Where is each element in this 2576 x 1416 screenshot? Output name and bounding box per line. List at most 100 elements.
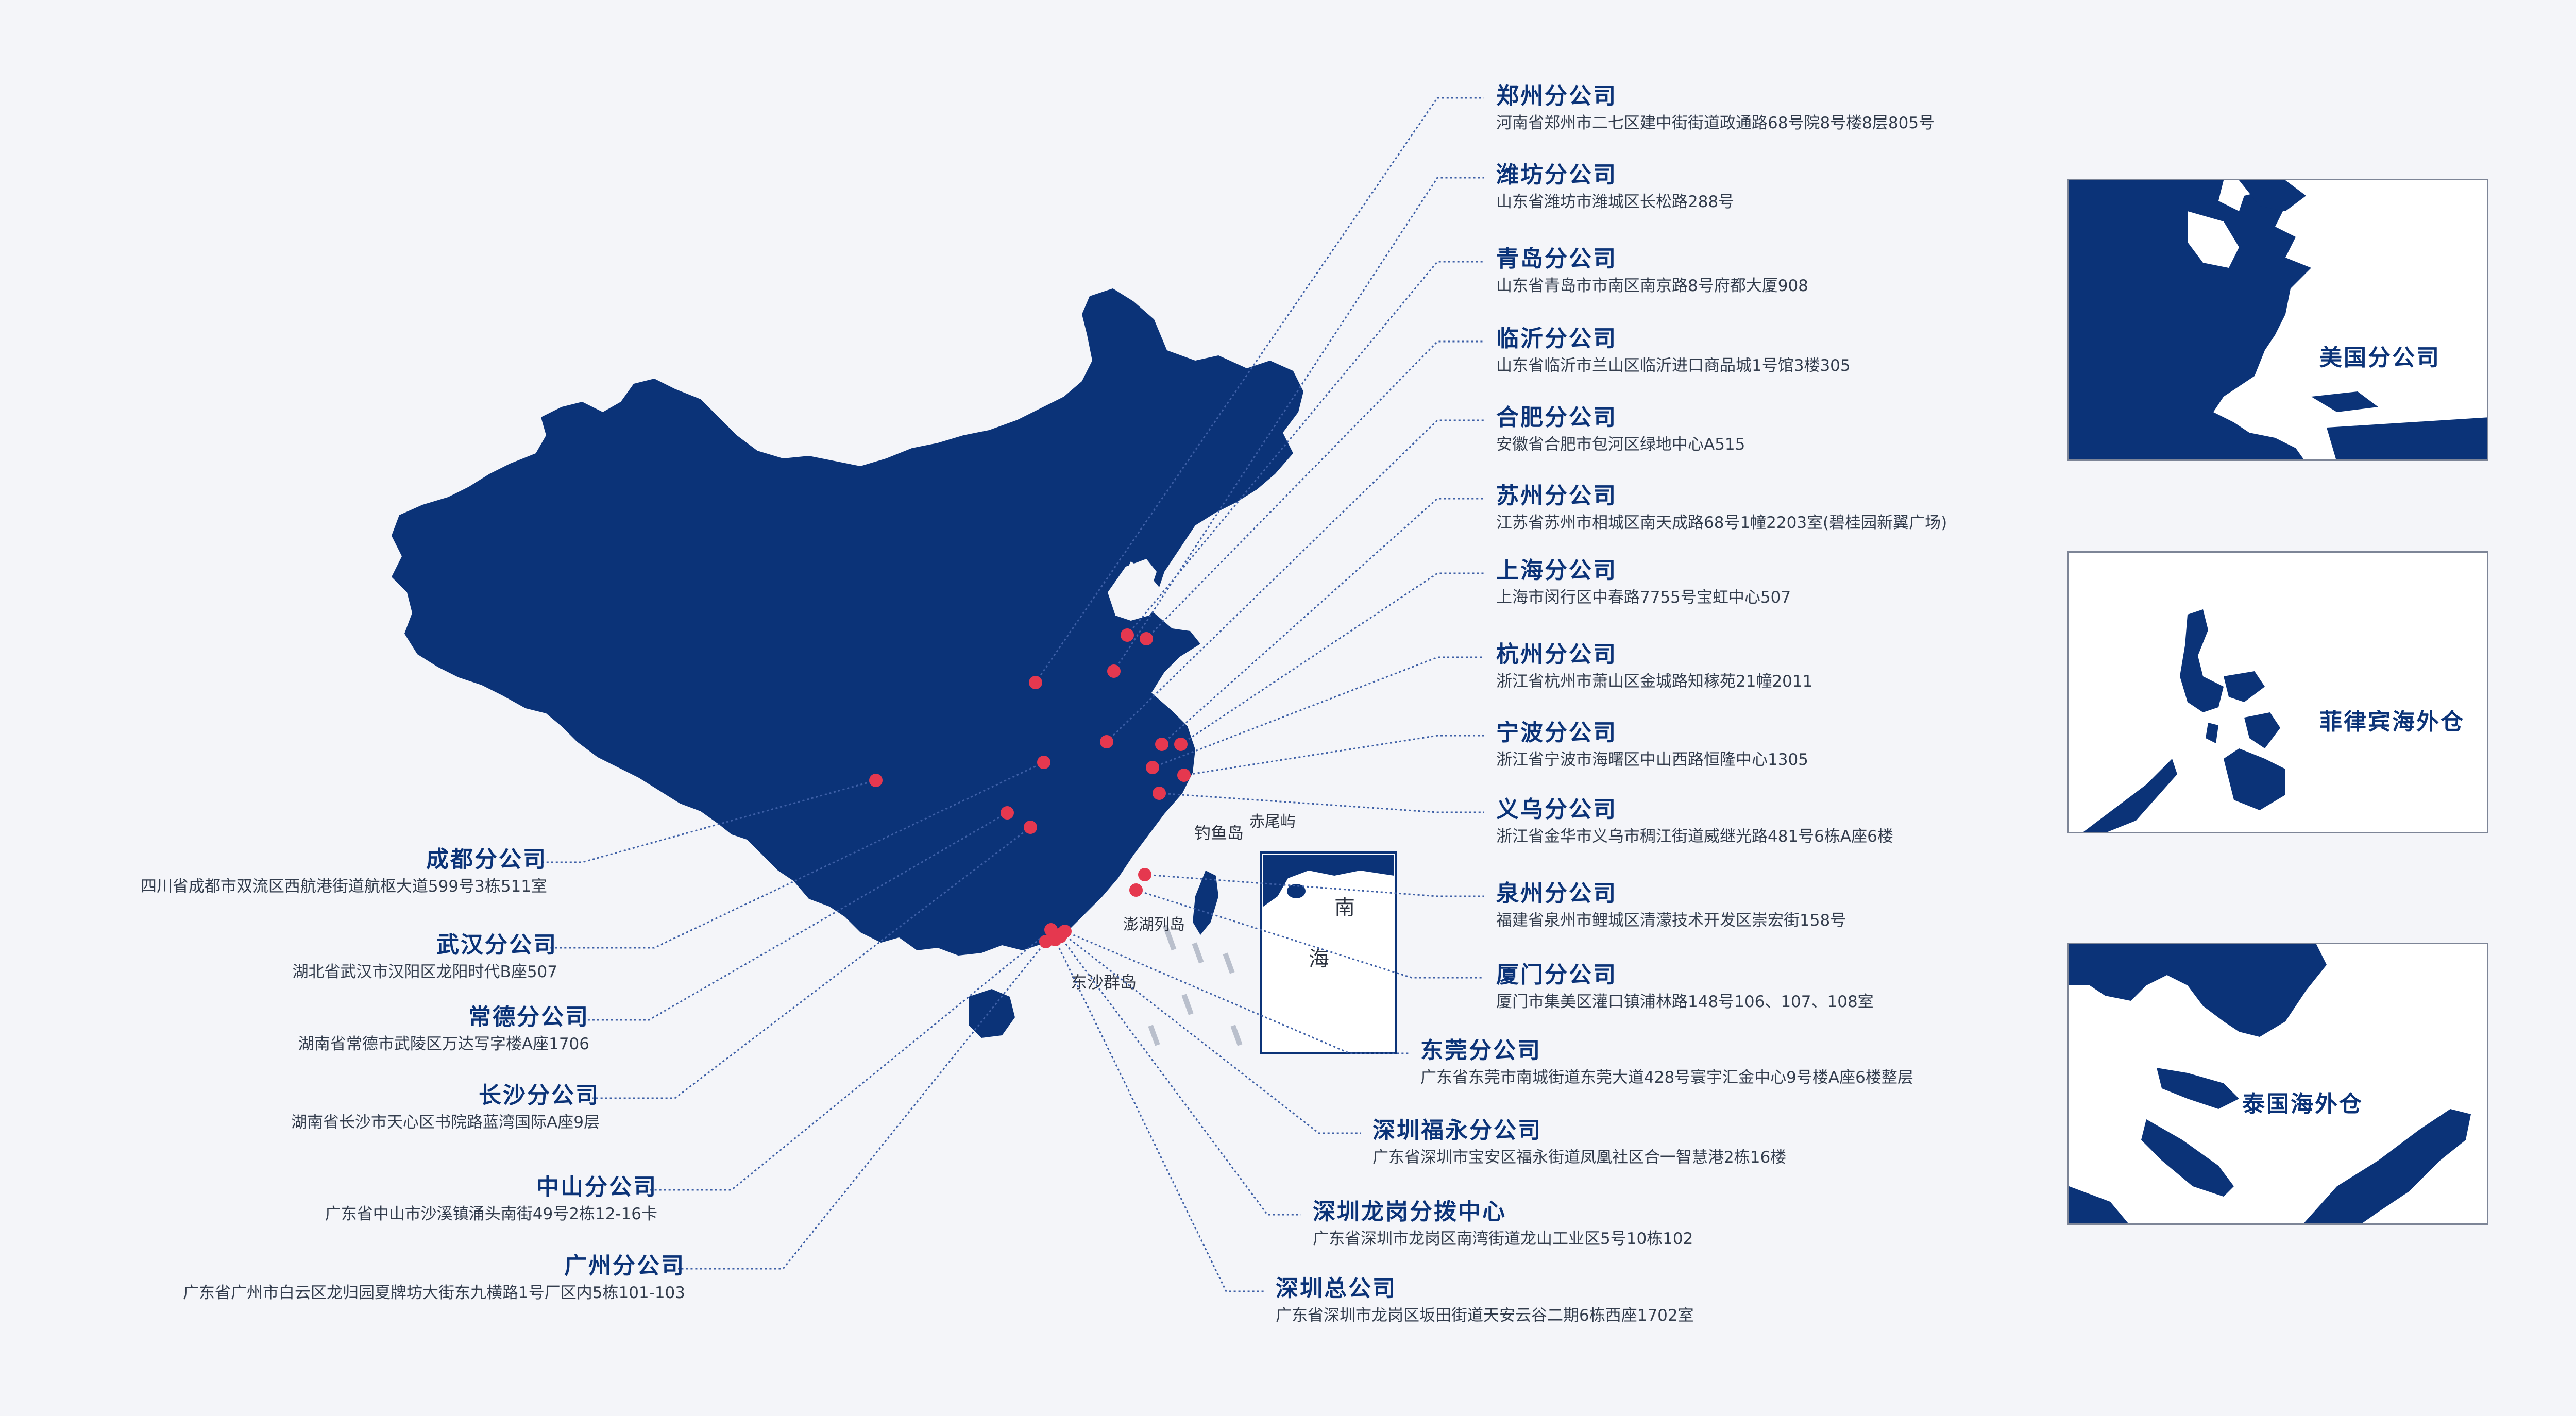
office-address: 浙江省杭州市萧山区金城路知稼苑21幢2011 bbox=[1496, 672, 1813, 691]
office-changsha: 长沙分公司 湖南省长沙市天心区书院路蓝湾国际A座9层 bbox=[291, 1082, 600, 1132]
sea-dash-mark bbox=[1230, 1025, 1243, 1046]
leader-line bbox=[1064, 930, 1409, 1054]
office-name: 杭州分公司 bbox=[1496, 641, 1617, 668]
city-marker bbox=[1037, 756, 1050, 769]
city-marker bbox=[1177, 769, 1191, 782]
office-name: 东莞分公司 bbox=[1420, 1037, 1541, 1064]
label-hai: 海 bbox=[1309, 947, 1329, 971]
leader-line bbox=[1159, 792, 1484, 813]
label-dongsha: 东沙群岛 bbox=[1071, 973, 1137, 992]
inset-thailand: 泰国海外仓 bbox=[2067, 943, 2488, 1225]
leader-line bbox=[1145, 340, 1484, 640]
label-diaoyu: 钓鱼岛 bbox=[1194, 823, 1244, 843]
leader-line bbox=[1136, 889, 1484, 979]
leader-line bbox=[650, 929, 1052, 1191]
office-xiamen: 厦门分公司 厦门市集美区灌口镇浦林路148号106、107、108室 bbox=[1496, 962, 1874, 1012]
philippines-map bbox=[2083, 609, 2285, 832]
city-markers bbox=[869, 628, 1191, 948]
south-china-sea-inset bbox=[1260, 851, 1397, 1054]
office-address: 湖南省长沙市天心区书院路蓝湾国际A座9层 bbox=[291, 1113, 600, 1132]
north-america-map bbox=[2069, 180, 2487, 459]
office-weifang: 潍坊分公司 山东省潍坊市潍城区长松路288号 bbox=[1496, 162, 1734, 212]
office-name: 成都分公司 bbox=[426, 846, 547, 873]
office-changde: 常德分公司 湖南省常德市武陵区万达写字楼A座1706 bbox=[298, 1004, 589, 1054]
office-ningbo: 宁波分公司 浙江省宁波市海曙区中山西路恒隆中心1305 bbox=[1496, 720, 1808, 770]
office-name: 广州分公司 bbox=[564, 1253, 685, 1279]
china-mainland-shape bbox=[392, 288, 1303, 956]
city-marker bbox=[1107, 664, 1121, 678]
leader-line bbox=[1035, 97, 1484, 683]
office-address: 浙江省宁波市海曙区中山西路恒隆中心1305 bbox=[1496, 750, 1808, 769]
office-address: 山东省潍坊市潍城区长松路288号 bbox=[1496, 192, 1735, 211]
office-name: 苏州分公司 bbox=[1496, 483, 1617, 509]
sea-dash-mark bbox=[1181, 994, 1194, 1015]
office-address: 河南省郑州市二七区建中街街道政通路68号院8号楼8层805号 bbox=[1496, 113, 1935, 132]
inset-philippines: 菲律宾海外仓 bbox=[2067, 551, 2488, 833]
office-name: 宁波分公司 bbox=[1496, 720, 1617, 746]
sea-dash-mark bbox=[1223, 952, 1235, 974]
office-chengdu: 成都分公司 四川省成都市双流区西航港街道航枢大道599号3栋511室 bbox=[140, 846, 547, 896]
city-marker bbox=[1001, 806, 1014, 820]
office-address: 广东省深圳市宝安区福永街道凤凰社区合一智慧港2栋16楼 bbox=[1372, 1148, 1787, 1167]
office-shenzhen-fuyong: 深圳福永分公司 广东省深圳市宝安区福永街道凤凰社区合一智慧港2栋16楼 bbox=[1372, 1117, 1787, 1167]
office-address: 安徽省合肥市包河区绿地中心A515 bbox=[1496, 435, 1745, 454]
office-address: 厦门市集美区灌口镇浦林路148号106、107、108室 bbox=[1496, 992, 1874, 1011]
office-name: 泉州分公司 bbox=[1496, 880, 1617, 907]
office-address: 广东省广州市白云区龙归园夏牌坊大街东九横路1号厂区内5栋101-103 bbox=[183, 1283, 685, 1302]
dongsha-island-mark bbox=[1192, 942, 1204, 964]
office-address: 广东省深圳市龙岗区坂田街道天安云谷二期6栋西座1702室 bbox=[1276, 1306, 1694, 1325]
city-marker bbox=[1044, 923, 1058, 936]
office-guangzhou: 广州分公司 广东省广州市白云区龙归园夏牌坊大街东九横路1号厂区内5栋101-10… bbox=[183, 1253, 685, 1303]
office-address: 山东省青岛市市南区南京路8号府都大厦908 bbox=[1496, 276, 1808, 295]
inset-thailand-label: 泰国海外仓 bbox=[2239, 1085, 2366, 1118]
inset-usa-label: 美国分公司 bbox=[2316, 339, 2444, 372]
city-marker bbox=[1129, 883, 1143, 897]
leader-line bbox=[1161, 498, 1484, 745]
office-suzhou: 苏州分公司 江苏省苏州市相城区南天成路68号1幢2203室(碧桂园新翼广场) bbox=[1496, 483, 1947, 533]
leader-line bbox=[1183, 735, 1484, 776]
inset-philippines-label: 菲律宾海外仓 bbox=[2316, 703, 2468, 736]
office-address: 四川省成都市双流区西航港街道航枢大道599号3栋511室 bbox=[140, 877, 547, 896]
city-marker bbox=[869, 774, 883, 787]
city-marker bbox=[1146, 761, 1159, 774]
city-marker bbox=[1121, 628, 1134, 642]
leader-line bbox=[550, 761, 1044, 949]
office-hefei: 合肥分公司 安徽省合肥市包河区绿地中心A515 bbox=[1496, 404, 1745, 454]
southeast-asia-map bbox=[2069, 944, 2471, 1223]
sea-dash-mark bbox=[1148, 1025, 1160, 1046]
city-marker bbox=[1140, 632, 1153, 645]
label-nan: 南 bbox=[1334, 896, 1355, 919]
office-name: 中山分公司 bbox=[536, 1174, 657, 1200]
city-marker bbox=[1138, 868, 1151, 881]
leader-lines bbox=[541, 97, 1484, 1292]
city-marker bbox=[1174, 738, 1188, 751]
leader-line bbox=[592, 826, 1031, 1099]
office-address: 湖北省武汉市汉阳区龙阳时代B座507 bbox=[292, 962, 557, 981]
leader-line bbox=[1054, 939, 1264, 1292]
office-linyi: 临沂分公司 山东省临沂市兰山区临沂进口商品城1号馆3楼305 bbox=[1496, 326, 1851, 376]
leader-line bbox=[1106, 419, 1484, 743]
office-yiwu: 义乌分公司 浙江省金华市义乌市稠江街道威继光路481号6栋A座6楼 bbox=[1496, 796, 1893, 846]
office-quanzhou: 泉州分公司 福建省泉州市鲤城区清濛技术开发区崇宏街158号 bbox=[1496, 880, 1846, 930]
leader-line bbox=[1113, 177, 1484, 672]
city-marker bbox=[1024, 821, 1037, 834]
office-wuhan: 武汉分公司 湖北省武汉市汉阳区龙阳时代B座507 bbox=[293, 932, 557, 982]
office-name: 郑州分公司 bbox=[1496, 83, 1617, 109]
office-address: 广东省中山市沙溪镇涌头南街49号2栋12-16卡 bbox=[325, 1204, 657, 1223]
office-name: 青岛分公司 bbox=[1496, 246, 1617, 272]
inset-coast-shape bbox=[1263, 855, 1394, 907]
leader-line bbox=[582, 812, 1008, 1021]
leader-line bbox=[1062, 932, 1361, 1134]
office-shanghai: 上海分公司 上海市闵行区中春路7755号宝虹中心507 bbox=[1496, 557, 1791, 607]
city-marker bbox=[1155, 738, 1168, 751]
bohai-sea bbox=[1108, 559, 1162, 621]
office-qingdao: 青岛分公司 山东省青岛市市南区南京路8号府都大厦908 bbox=[1496, 246, 1808, 296]
office-address: 山东省临沂市兰山区临沂进口商品城1号馆3楼305 bbox=[1496, 356, 1851, 375]
city-marker bbox=[1039, 935, 1053, 948]
city-marker bbox=[1153, 787, 1166, 800]
leader-line bbox=[1152, 656, 1484, 769]
leader-line bbox=[1144, 874, 1484, 897]
office-name: 常德分公司 bbox=[468, 1004, 589, 1030]
